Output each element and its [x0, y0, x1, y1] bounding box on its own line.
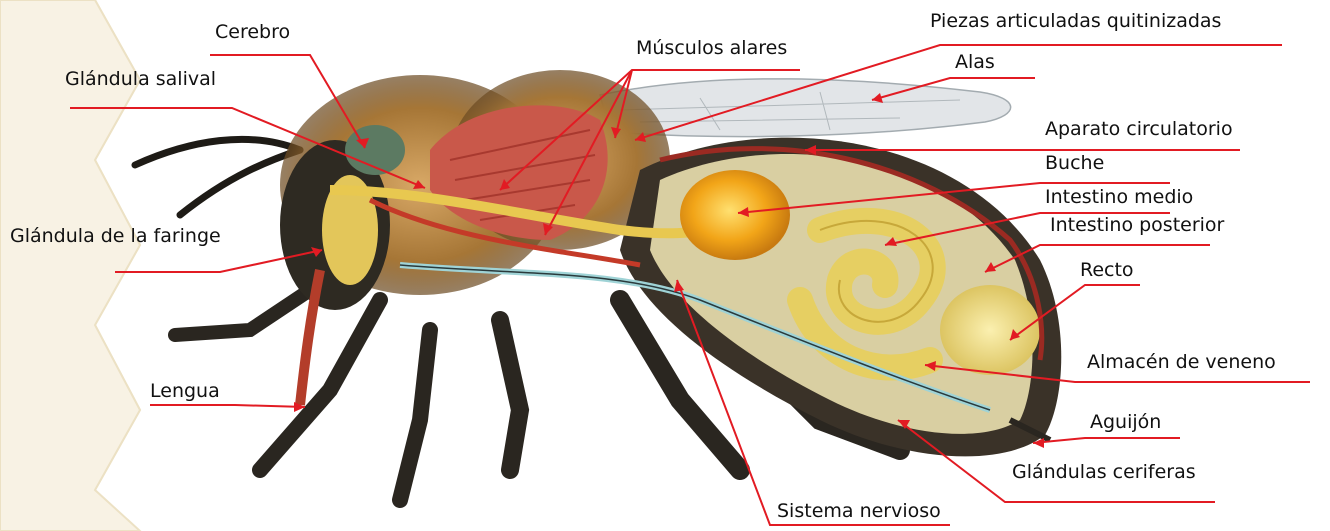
crop-shape: [680, 170, 790, 260]
label-intestino-posterior: Intestino posterior: [1050, 214, 1224, 236]
label-cerebro: Cerebro: [215, 21, 290, 43]
label-buche: Buche: [1045, 152, 1104, 174]
label-glandula-salival: Glándula salival: [65, 68, 216, 90]
label-glandula-faringe: Glándula de la faringe: [10, 225, 221, 247]
leader-line-lengua: [150, 405, 305, 407]
label-alas: Alas: [955, 51, 995, 73]
antenna-shape: [135, 139, 300, 215]
label-recto: Recto: [1080, 259, 1134, 281]
label-sistema-nervioso: Sistema nervioso: [777, 500, 941, 522]
label-aparato-circulatorio: Aparato circulatorio: [1045, 118, 1233, 140]
label-piezas-articuladas: Piezas articuladas quitinizadas: [930, 10, 1221, 32]
label-lengua: Lengua: [150, 380, 220, 402]
label-glandulas-ceriferas: Glándulas ceriferas: [1012, 461, 1196, 483]
label-musculos-alares: Músculos alares: [636, 37, 787, 59]
leader-line-aguijon: [1033, 438, 1180, 443]
label-aguijon: Aguijón: [1090, 411, 1161, 433]
label-almacen-veneno: Almacén de veneno: [1087, 351, 1276, 373]
label-intestino-medio: Intestino medio: [1045, 186, 1193, 208]
